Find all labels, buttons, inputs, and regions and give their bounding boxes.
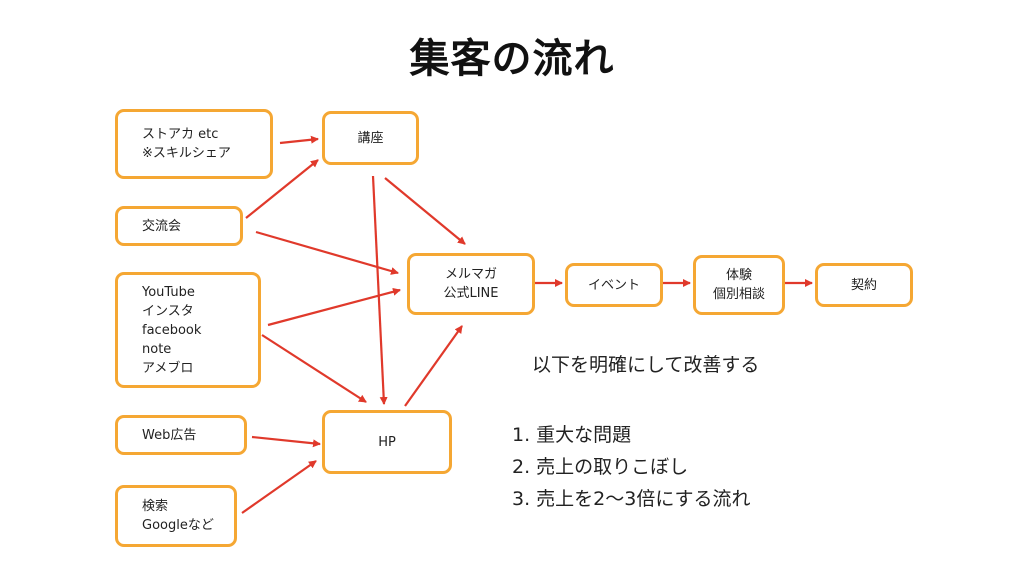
node-mailmag-label: メルマガ 公式LINE	[443, 267, 499, 301]
node-koza-label: 講座	[357, 130, 384, 146]
improvement-heading: 以下を明確にして改善する	[532, 354, 760, 376]
arrow-koza-to-hp	[371, 175, 388, 405]
node-search: 検索 Googleなど	[115, 485, 237, 547]
improvement-item-3: 3. 売上を2〜3倍にする流れ	[512, 488, 751, 510]
improvement-item-2: 2. 売上の取りこぼし	[512, 456, 689, 478]
node-sns-label: YouTube インスタ facebook note アメブロ	[142, 284, 202, 376]
node-mailmag: メルマガ 公式LINE	[407, 253, 535, 315]
arrow-koryukai-to-koza	[245, 159, 319, 219]
node-taiken: 体験 個別相談	[693, 255, 785, 315]
node-event: イベント	[565, 263, 663, 307]
node-taiken-label: 体験 個別相談	[712, 268, 765, 302]
page-title: 集客の流れ	[409, 36, 615, 82]
node-koryukai: 交流会	[115, 206, 243, 246]
node-keiyaku-label: 契約	[850, 277, 877, 293]
node-koryukai-label: 交流会	[142, 218, 182, 234]
arrow-koryukai-to-mailmag	[255, 230, 399, 275]
arrow-store-to-koza	[279, 135, 319, 145]
node-keiyaku: 契約	[815, 263, 913, 307]
node-search-label: 検索 Googleなど	[142, 499, 214, 533]
node-hp-label: HP	[378, 434, 396, 450]
node-koza: 講座	[322, 111, 419, 165]
node-hp: HP	[322, 410, 452, 474]
node-sns: YouTube インスタ facebook note アメブロ	[115, 272, 261, 388]
arrow-sns-to-hp	[261, 334, 367, 403]
arrow-webad-to-hp	[251, 435, 321, 448]
arrow-koza-to-mailmag	[384, 177, 466, 245]
node-store-label: ストアカ etc ※スキルシェア	[142, 127, 231, 161]
arrow-hp-to-mailmag	[404, 325, 463, 407]
improvement-item-1: 1. 重大な問題	[512, 424, 632, 446]
arrow-search-to-hp	[241, 460, 317, 514]
node-store: ストアカ etc ※スキルシェア	[115, 109, 273, 179]
node-webad: Web広告	[115, 415, 247, 455]
node-event-label: イベント	[587, 277, 640, 293]
node-webad-label: Web広告	[142, 427, 197, 443]
